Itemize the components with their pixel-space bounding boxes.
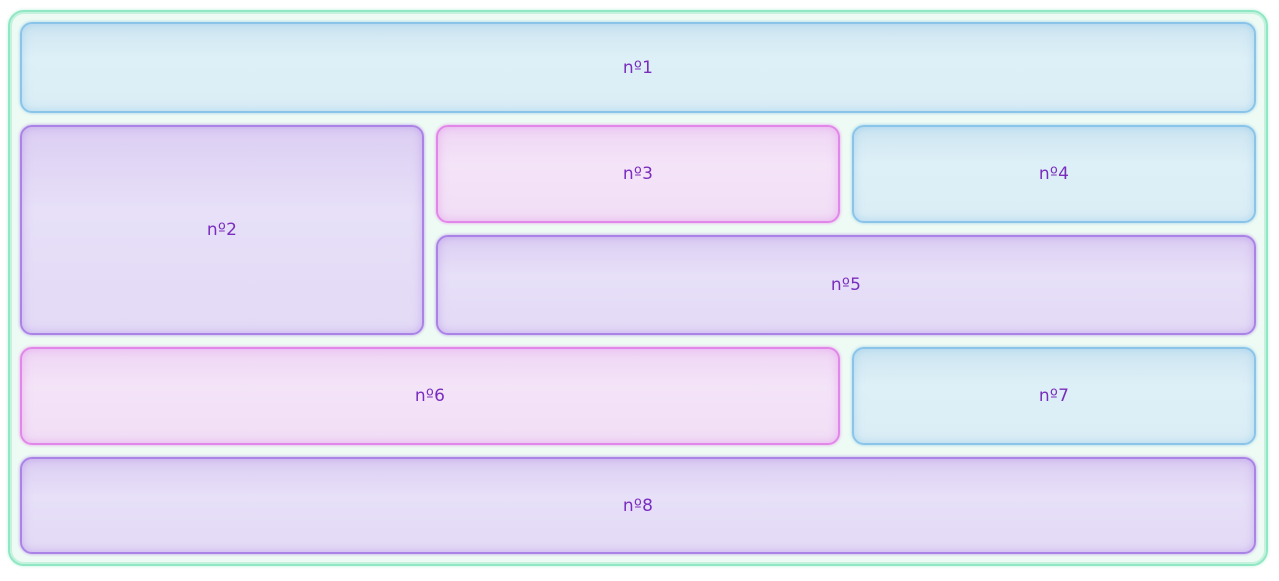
- grid-cell-7-label: nº7: [1038, 386, 1070, 406]
- grid-cell-6-label: nº6: [414, 386, 446, 406]
- grid-cell-4-label: nº4: [1038, 164, 1070, 184]
- grid-cell-8: nº8: [20, 457, 1256, 554]
- grid-cell-1-label: nº1: [622, 57, 654, 78]
- grid-cell-3: nº3: [436, 125, 840, 223]
- grid-container: nº1 nº2 nº3 nº4 nº5 nº6 nº7 nº8: [8, 10, 1268, 566]
- grid-cell-8-label: nº8: [622, 495, 654, 516]
- grid-cell-5-label: nº5: [830, 275, 862, 295]
- grid-cell-7: nº7: [852, 347, 1256, 445]
- grid-cell-6: nº6: [20, 347, 840, 445]
- grid-cell-4: nº4: [852, 125, 1256, 223]
- grid-cell-5: nº5: [436, 235, 1256, 335]
- grid-cell-1: nº1: [20, 22, 1256, 113]
- grid-cell-3-label: nº3: [622, 164, 654, 184]
- grid-cell-2: nº2: [20, 125, 424, 335]
- grid: nº1 nº2 nº3 nº4 nº5 nº6 nº7 nº8: [20, 22, 1256, 554]
- grid-cell-2-label: nº2: [206, 220, 238, 240]
